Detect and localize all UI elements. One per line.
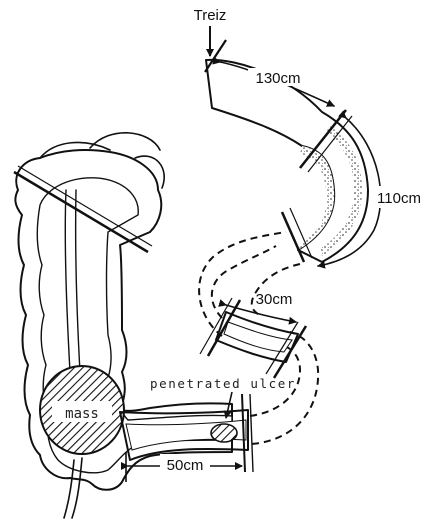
ulcer-lesion (211, 424, 237, 442)
segment-30cm: 30cm (200, 291, 306, 378)
length-30cm-label: 30cm (256, 291, 293, 308)
ileum-cut-mark-b (250, 394, 253, 472)
excluded-bowel-dashed-upper-3 (252, 264, 300, 316)
length-130cm-label: 130cm (255, 70, 300, 87)
length-50cm-label: 50cm (167, 457, 204, 474)
penetrated-ulcer-label: penetrated ulcer (150, 376, 296, 391)
mass-label: mass (65, 406, 99, 422)
jejunum-cut-110 (282, 212, 304, 262)
mass-lesion: mass (40, 366, 124, 454)
treiz-label: Treiz (194, 7, 227, 24)
jejunum-stipple-outer (318, 126, 362, 256)
treiz-cut-a (205, 40, 226, 72)
excluded-bowel-dashed-upper-2 (199, 232, 286, 336)
length-110cm-label: 110cm (377, 190, 421, 207)
